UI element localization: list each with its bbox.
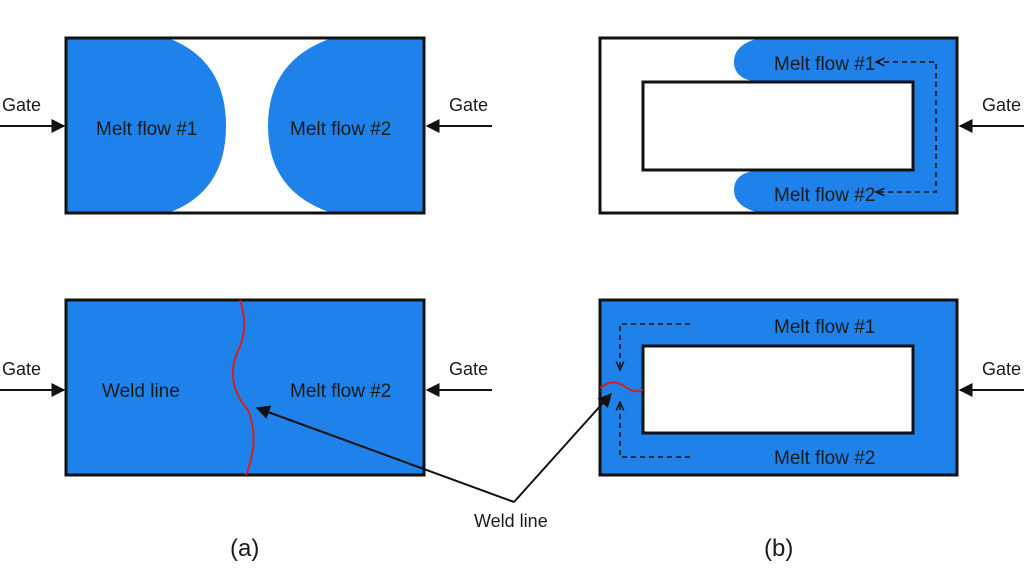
- caption-b: (b): [764, 535, 793, 562]
- panel-b-top: Melt flow #1 Melt flow #2 Gate: [598, 36, 1024, 215]
- gate-label: Gate: [449, 95, 488, 115]
- panel-b-top-outline: [598, 36, 959, 215]
- melt-flow-2-label: Melt flow #2: [774, 185, 875, 206]
- mold-insert: [641, 80, 915, 172]
- weld-line-callout: Weld line: [255, 392, 612, 531]
- flow-direction-arrow: [876, 62, 937, 150]
- gate-label: Gate: [449, 359, 488, 379]
- melt-channel-upper: [734, 38, 957, 82]
- melt-flow-2-label: Melt flow #2: [290, 119, 391, 140]
- gate-label: Gate: [2, 95, 41, 115]
- melt-flow-2-label: Melt flow #2: [290, 381, 391, 402]
- mold-insert: [641, 344, 915, 435]
- caption-a: (a): [230, 535, 259, 562]
- melt-flow-1-label: Melt flow #1: [774, 317, 875, 338]
- weld-line-curve: [232, 299, 255, 476]
- gate-label: Gate: [982, 359, 1021, 379]
- panel-a-bottom: Weld line Melt flow #2 Gate Gate: [0, 298, 492, 477]
- melt-front-right: [268, 38, 424, 213]
- panel-a-bottom-cavity: [64, 298, 426, 477]
- melt-front-left: [66, 38, 226, 213]
- panel-a-top: Melt flow #1 Melt flow #2 Gate Gate: [0, 36, 492, 215]
- panel-b-bottom: Melt flow #1 Melt flow #2 Gate: [598, 298, 1024, 477]
- gate-label: Gate: [2, 359, 41, 379]
- flow-direction-arrow: [620, 323, 690, 370]
- panel-a-top-outline: [64, 36, 426, 215]
- weld-line-label: Weld line: [102, 381, 180, 402]
- melt-flow-2-label: Melt flow #2: [774, 448, 875, 469]
- flow-direction-arrow: [876, 145, 937, 192]
- weld-line-curve: [599, 381, 644, 393]
- melt-flow-1-label: Melt flow #1: [96, 119, 197, 140]
- gate-label: Gate: [982, 95, 1021, 115]
- callout-leader: [513, 392, 612, 503]
- weld-line-callout-label: Weld line: [474, 511, 548, 531]
- melt-channel-right: [912, 38, 957, 213]
- melt-flow-1-label: Melt flow #1: [774, 54, 875, 75]
- melt-channel-lower: [734, 170, 957, 213]
- callout-leader: [255, 405, 515, 503]
